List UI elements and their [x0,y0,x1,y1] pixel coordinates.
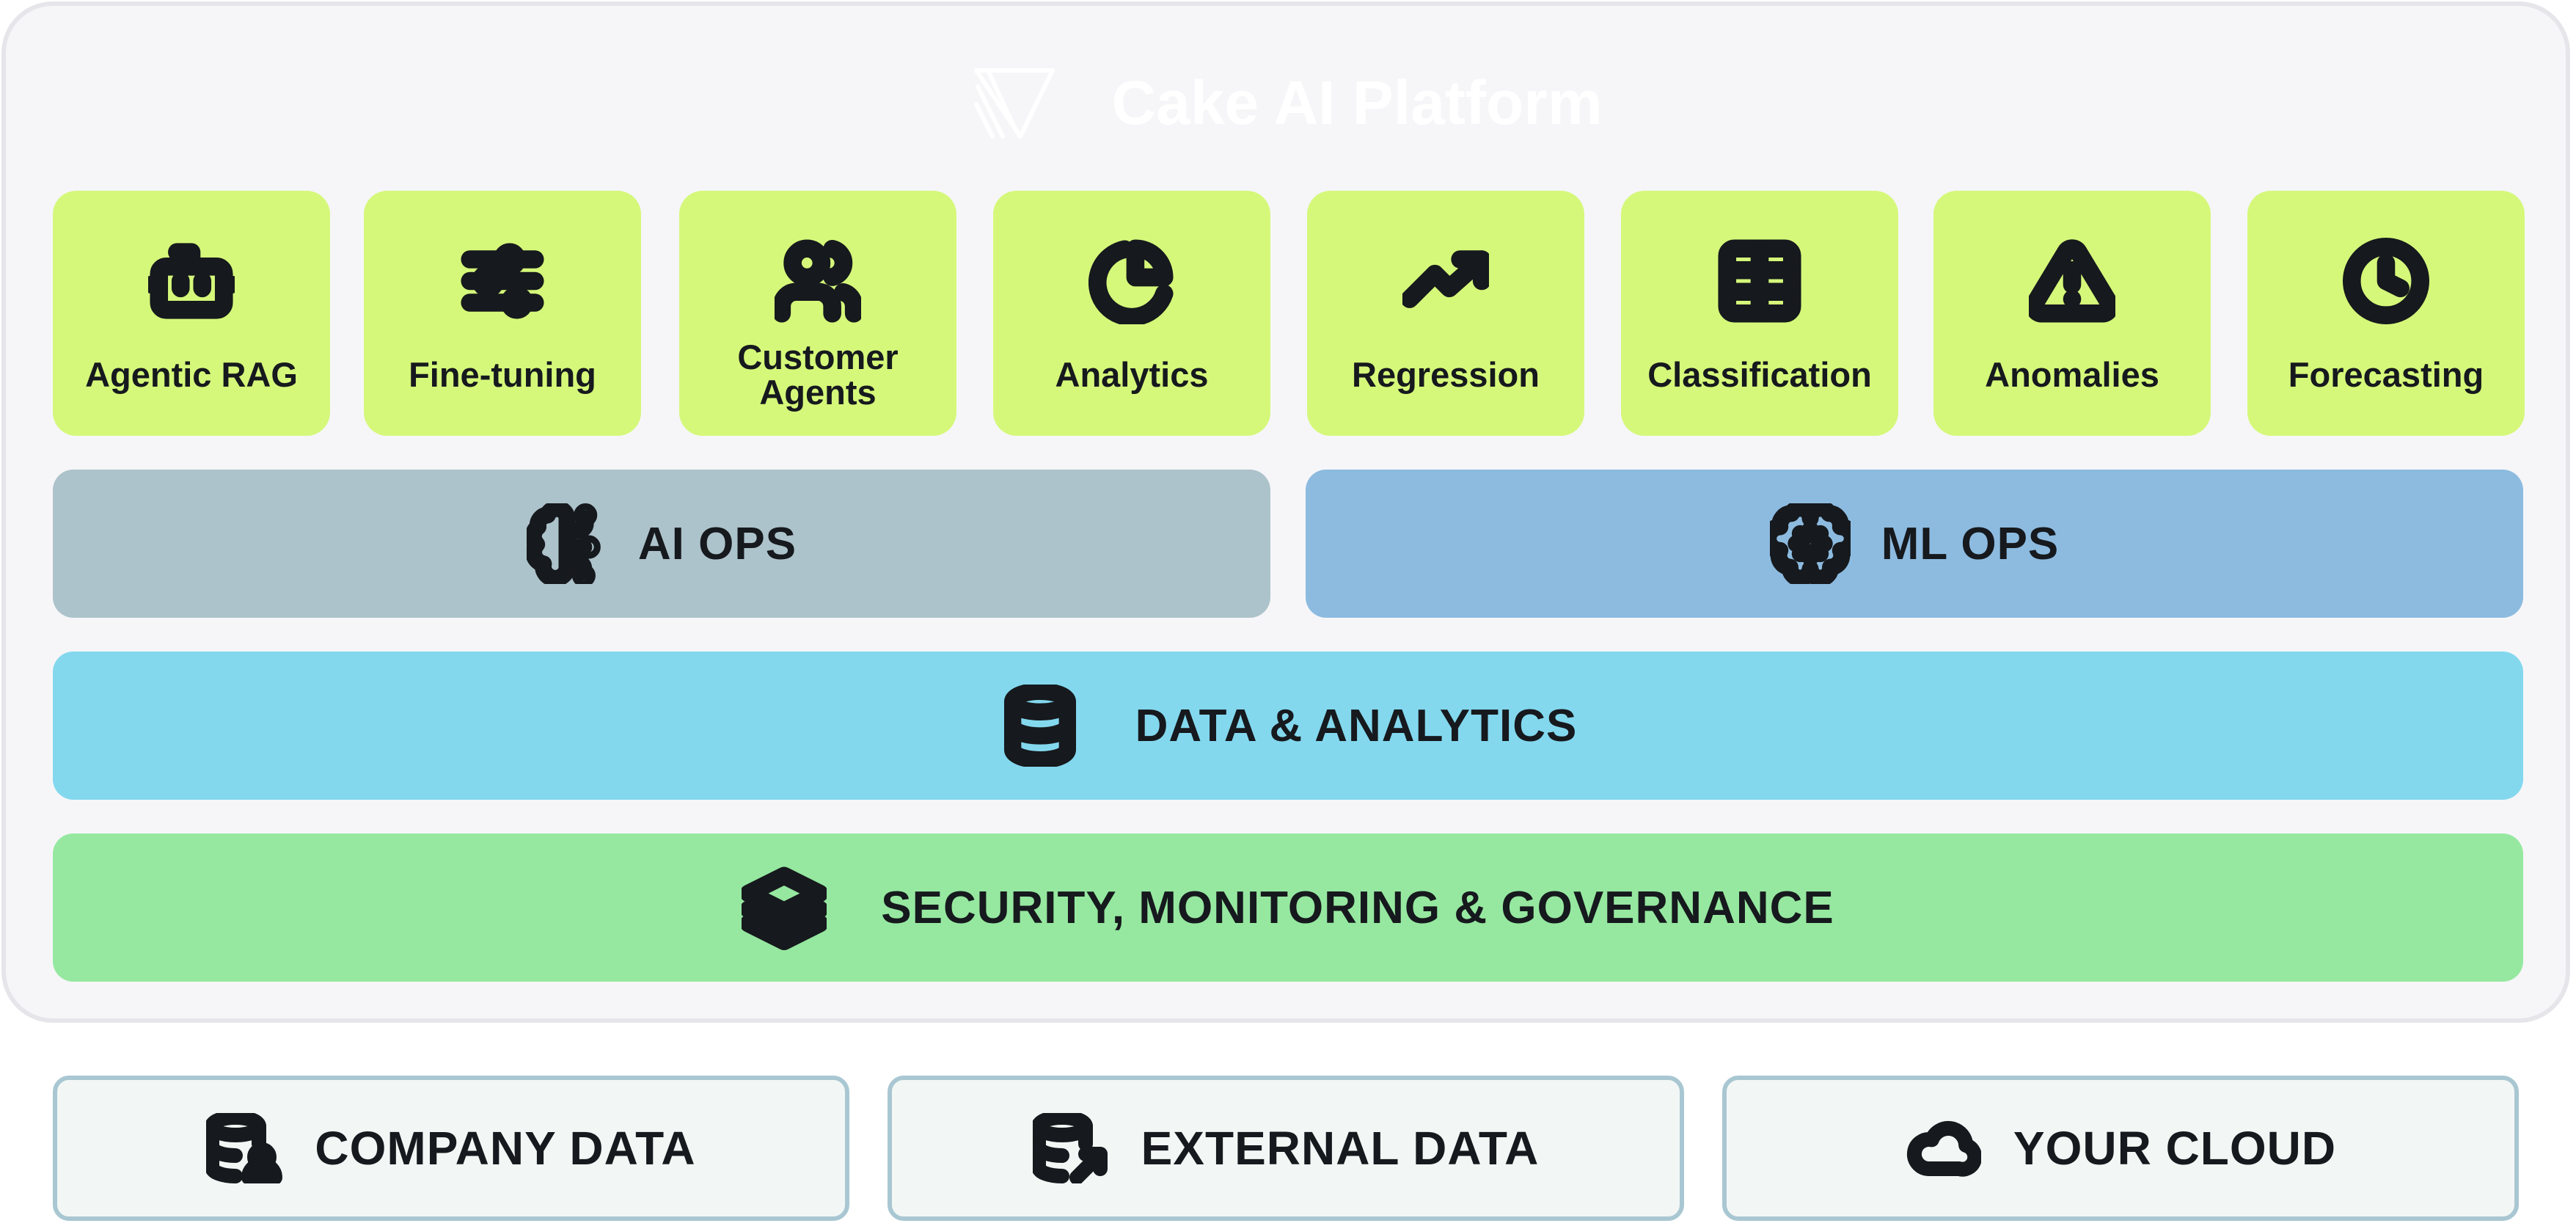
card-customer-agents: Customer Agents [679,191,956,436]
external-data-label: EXTERNAL DATA [1141,1122,1540,1175]
pie-chart-icon [1088,239,1174,324]
card-regression: Regression [1307,191,1584,436]
data-analytics-label: DATA & ANALYTICS [1135,700,1578,751]
source-external-data: EXTERNAL DATA [888,1076,1684,1221]
trending-up-icon [1402,250,1489,308]
users-icon [775,239,861,323]
card-label: Customer Agents [737,337,899,412]
security-label: SECURITY, MONITORING & GOVERNANCE [881,882,1834,933]
card-forecasting: Forecasting [2247,191,2525,436]
card-label: Classification [1647,355,1872,394]
cake-logo-icon [974,68,1055,139]
source-your-cloud: YOUR CLOUD [1722,1076,2519,1221]
card-label: Analytics [1055,355,1209,394]
cloud-icon [1906,1121,1981,1177]
card-anomalies: Anomalies [1933,191,2211,436]
card-label: Forecasting [2288,355,2484,394]
your-cloud-label: YOUR CLOUD [2013,1122,2337,1175]
sliders-icon [461,243,544,319]
platform-header: Cake AI Platform [0,59,2576,147]
database-icon [1003,685,1076,767]
database-user-icon [206,1113,283,1183]
database-export-icon [1032,1113,1108,1183]
data-analytics-layer: DATA & ANALYTICS [53,652,2523,800]
ml-ops-label: ML OPS [1881,518,2060,569]
alert-triangle-icon [2029,239,2115,323]
layers-icon [742,866,827,950]
card-label: Fine-tuning [409,355,596,394]
card-agentic-rag: Agentic RAG [53,191,330,436]
card-label: Agentic RAG [85,355,298,394]
ai-ops-label: AI OPS [637,518,797,569]
clock-icon [2343,238,2429,324]
brain-cog-icon [1769,503,1851,584]
robot-icon [148,243,235,319]
source-company-data: COMPANY DATA [53,1076,849,1221]
card-analytics: Analytics [993,191,1270,436]
company-data-label: COMPANY DATA [315,1122,696,1175]
card-label: Regression [1352,355,1540,394]
security-layer: SECURITY, MONITORING & GOVERNANCE [53,833,2523,982]
grid-icon [1718,239,1801,323]
card-classification: Classification [1621,191,1898,436]
ml-ops-layer: ML OPS [1306,470,2523,618]
capability-cards: Agentic RAG Fine-tuning Customer Agents [0,191,2576,436]
ai-ops-layer: AI OPS [53,470,1270,618]
platform-title: Cake AI Platform [1111,67,1603,137]
brain-circuit-icon [526,503,601,584]
card-label: Anomalies [1985,355,2159,394]
card-fine-tuning: Fine-tuning [364,191,641,436]
